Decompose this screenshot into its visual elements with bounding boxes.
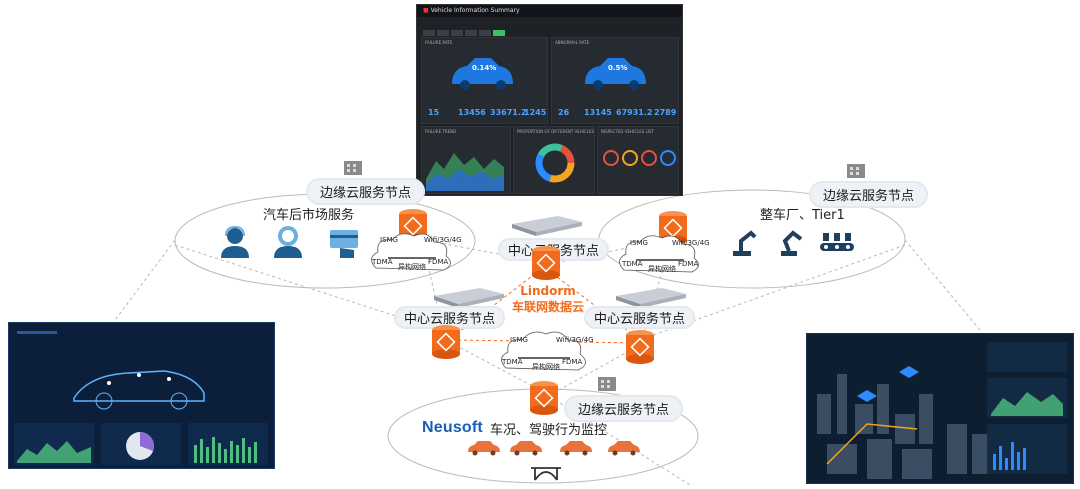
hetero-tag: 异构网络	[532, 363, 560, 371]
edge-node-label: 边缘云服务节点	[809, 181, 929, 208]
vehicle-status-dashboard	[8, 322, 275, 469]
stat-value: 2789	[654, 108, 677, 117]
edge-building-icon	[598, 377, 616, 391]
center-node-label: 中心云服务节点	[584, 306, 696, 329]
inspected-vehicles-panel: INSPECTED VEHICLES LIST	[597, 126, 679, 194]
robot-arm-icon	[733, 230, 757, 256]
aftermarket-label: 汽车后市场服务	[263, 208, 355, 223]
dashboard-tabs[interactable]	[423, 21, 533, 36]
ismg-tag: ISMG	[510, 336, 528, 344]
lindorm-label: Lindorm 车联网数据云	[498, 284, 598, 315]
fdma-tag: FDMA	[562, 358, 583, 366]
wifi-tag: Wifi/3G/4G	[556, 336, 594, 344]
wifi-tag: Wifi/3G/4G	[424, 236, 462, 244]
fdma-tag: FDMA	[678, 260, 699, 268]
oem-label: 整车厂、Tier1	[760, 208, 845, 223]
ismg-tag: ISMG	[630, 239, 648, 247]
car-icon	[452, 58, 513, 90]
center-node-label: 中心云服务节点	[394, 306, 506, 329]
car-icon	[468, 441, 500, 456]
edge-building-icon	[344, 161, 362, 175]
dashboard-header: ■ Vehicle Information Summary	[417, 5, 682, 17]
database-icon	[432, 325, 460, 359]
city-map-dashboard	[806, 333, 1074, 484]
industrial-robot-icon	[781, 230, 803, 256]
sports-car-wireframe	[73, 370, 205, 410]
edge-node-label: 边缘云服务节点	[564, 395, 684, 422]
bar-chart-panel	[188, 423, 268, 465]
conveyor-icon	[820, 233, 854, 251]
customer-service-icon	[221, 226, 249, 258]
stat-value: 13145	[584, 108, 612, 117]
stat-value: 13456	[458, 108, 486, 117]
stat-value: 33671.2	[490, 108, 527, 117]
city-3d-map	[807, 334, 1073, 483]
tdma-tag: TDMA	[622, 260, 643, 268]
monitoring-label: 车况、驾驶行为监控	[490, 423, 608, 438]
car-icon	[560, 441, 592, 456]
stat-value: 15	[428, 108, 440, 117]
lindorm-name: Lindorm	[520, 284, 576, 298]
pie-chart-panel	[101, 423, 181, 465]
abnormal-rate-value: 0.5%	[608, 64, 628, 72]
fdma-tag: FDMA	[428, 258, 449, 266]
panel-title: FAILURE RATE	[425, 40, 453, 45]
tdma-tag: TDMA	[372, 258, 393, 266]
hetero-tag: 异构网络	[648, 265, 676, 273]
server-rack-icon	[434, 288, 504, 308]
failure-rate-panel: FAILURE RATE 0.14% 15 13456 33671.2 1245	[421, 37, 548, 124]
failure-trend-panel: FAILURE TREND	[421, 126, 511, 194]
donut-chart	[535, 143, 575, 183]
dashboard-title: Vehicle Information Summary	[430, 7, 520, 14]
panel-title: ABNORMAL RATE	[555, 40, 590, 45]
panel-title: PROPORTION OF DIFFERENT VEHICLES	[517, 129, 595, 134]
lindorm-subtitle: 车联网数据云	[511, 300, 584, 314]
stat-value: 67931.2	[616, 108, 653, 117]
database-icon	[532, 246, 560, 280]
database-icon	[626, 330, 654, 364]
database-icon	[530, 381, 558, 415]
server-rack-icon	[616, 288, 686, 308]
vehicle-summary-dashboard: ■ Vehicle Information Summary FAILURE RA…	[416, 4, 683, 196]
panel-title: FAILURE TREND	[425, 129, 457, 134]
header-bar	[17, 331, 57, 334]
stat-value: 1245	[524, 108, 547, 117]
vehicle-proportion-panel: PROPORTION OF DIFFERENT VEHICLES	[513, 126, 595, 194]
ismg-tag: ISMG	[380, 236, 398, 244]
abnormal-rate-panel: ABNORMAL RATE 0.5% 26 13145 67931.2 2789	[551, 37, 679, 124]
hetero-tag: 异构网络	[398, 263, 426, 271]
network-cloud-icon	[371, 233, 451, 271]
tdma-tag: TDMA	[502, 358, 523, 366]
stat-value: 26	[558, 108, 570, 117]
edge-node-label: 边缘云服务节点	[306, 178, 426, 205]
support-agent-icon	[274, 226, 302, 258]
network-cloud-icon	[619, 235, 699, 273]
car-icon	[585, 58, 646, 90]
wifi-tag: Wifi/3G/4G	[672, 239, 710, 247]
network-cloud-icon	[501, 331, 586, 371]
server-rack-icon	[512, 216, 582, 236]
payment-card-icon	[330, 230, 358, 258]
failure-rate-value: 0.14%	[472, 64, 497, 72]
trend-area-chart	[426, 153, 504, 191]
car-icon	[510, 441, 542, 456]
car-icon	[608, 441, 640, 456]
speed-chart-panel	[14, 423, 94, 465]
edge-building-icon	[847, 164, 865, 178]
neusoft-logo: Neusoft	[422, 419, 483, 436]
gauge-row	[603, 150, 676, 166]
panel-title: INSPECTED VEHICLES LIST	[601, 129, 654, 134]
bridge-icon	[531, 467, 561, 481]
